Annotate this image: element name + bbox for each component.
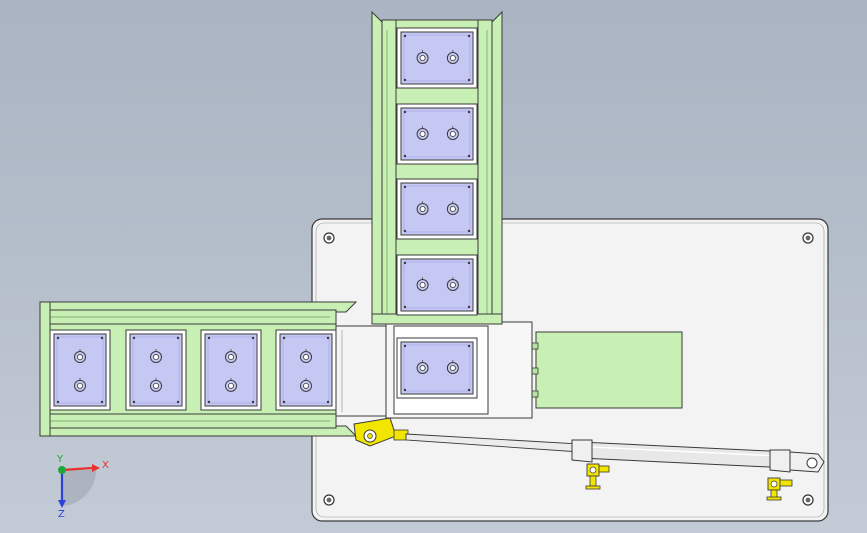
cylinder-barrel-highlight: [589, 446, 781, 457]
work-piece-block[interactable]: [200, 329, 262, 411]
block-bore-icon: [446, 201, 459, 215]
vertical-conveyor-left-rail[interactable]: [371, 10, 383, 319]
block-bore-icon: [446, 360, 459, 374]
triad-z-label: Z: [58, 509, 65, 520]
air-fitting-rear[interactable]: [766, 477, 793, 501]
block-bore-icon: [416, 201, 429, 215]
work-piece-block[interactable]: [396, 337, 478, 399]
mount-hole-icon: [323, 232, 335, 244]
cylinder-rear-cap[interactable]: [769, 449, 791, 473]
work-piece-block[interactable]: [396, 103, 478, 165]
station-block-group: [396, 337, 478, 399]
work-piece-block[interactable]: [125, 329, 187, 411]
block-bore-icon: [416, 360, 429, 374]
block-bore-icon: [150, 377, 162, 392]
mount-hole-icon: [802, 232, 814, 244]
block-bore-icon: [446, 50, 459, 64]
block-bore-icon: [416, 126, 429, 140]
block-bore-icon: [225, 349, 237, 364]
block-bore-icon: [300, 377, 312, 392]
clevis-pin-center-icon: [367, 433, 373, 439]
block-bore-icon: [150, 349, 162, 364]
air-fitting-front[interactable]: [585, 463, 610, 490]
cylinder-front-cap[interactable]: [571, 439, 593, 463]
block-bore-icon: [446, 126, 459, 140]
triad-x-label: X: [102, 460, 109, 471]
rear-clevis-pin-icon: [806, 457, 818, 469]
horizontal-conveyor-end-lip: [39, 301, 51, 437]
block-bore-icon: [416, 50, 429, 64]
vertical-conveyor-right-rail[interactable]: [491, 10, 503, 319]
transfer-chute[interactable]: [335, 325, 387, 417]
block-bore-icon: [74, 377, 86, 392]
block-bore-icon: [74, 349, 86, 364]
block-bore-icon: [225, 377, 237, 392]
block-bore-icon: [300, 349, 312, 364]
work-piece-block[interactable]: [49, 329, 111, 411]
vertical-conveyor-right-guide[interactable]: [477, 19, 493, 321]
work-piece-block[interactable]: [396, 254, 478, 316]
vertical-conveyor-left-guide[interactable]: [381, 19, 397, 321]
horizontal-block-group: [49, 329, 337, 411]
pneumatic-cylinder[interactable]: [405, 433, 825, 473]
work-piece-block[interactable]: [275, 329, 337, 411]
coordinate-triad-icon: X Y Z: [56, 454, 109, 520]
vertical-block-group: [396, 27, 478, 316]
triad-y-label: Y: [56, 454, 64, 465]
work-piece-block[interactable]: [396, 178, 478, 240]
block-bore-icon: [446, 277, 459, 291]
work-piece-block[interactable]: [396, 27, 478, 89]
block-bore-icon: [416, 277, 429, 291]
mount-hole-icon: [802, 494, 814, 506]
mount-hole-icon: [323, 494, 335, 506]
pusher-body[interactable]: [535, 331, 683, 409]
